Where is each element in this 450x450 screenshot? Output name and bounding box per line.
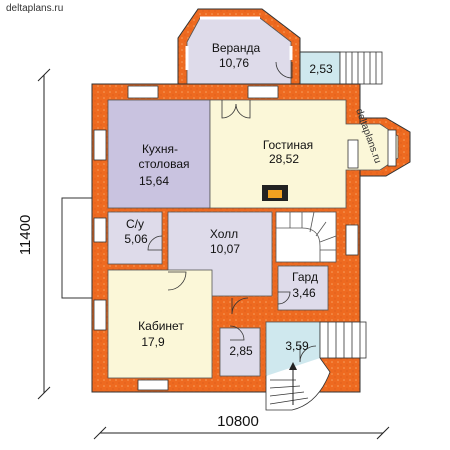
kitchen-floor (107, 99, 211, 209)
wc-area: 5,06 (124, 232, 148, 246)
entrance-stairs (265, 321, 367, 411)
doors (147, 61, 317, 363)
hall-area: 10,07 (210, 242, 240, 256)
veranda-name: Веранда (212, 41, 261, 55)
kitchen-area: 15,64 (139, 174, 169, 188)
terrace-outline (61, 197, 97, 299)
office-area: 17,9 (141, 335, 165, 349)
kitchen-name-line2: столовая (139, 157, 190, 171)
wardrobe-floor (277, 265, 329, 311)
office-name: Кабинет (138, 319, 184, 333)
wardrobe-area: 3,46 (292, 286, 316, 300)
office-floor (107, 269, 213, 379)
wc-floor (107, 211, 163, 265)
height-dimension-label: 11400 (17, 215, 34, 256)
height-dimension: 11400 (17, 68, 51, 400)
wardrobe-name: Гард (292, 270, 318, 284)
porch-top-floor (299, 51, 341, 85)
width-dimension: 10800 (93, 413, 390, 440)
veranda-area: 10,76 (219, 56, 249, 70)
site-watermark: deltaplans.ru (6, 3, 63, 14)
small-room-area: 2,85 (229, 344, 253, 358)
inner-stair (275, 211, 337, 263)
living-floor (209, 99, 399, 209)
wc-name: С/у (126, 217, 144, 231)
entrance-arrow-icon (289, 362, 297, 370)
windows (93, 85, 397, 391)
width-dimension-label: 10800 (217, 413, 259, 430)
living-name: Гостиная (263, 138, 313, 152)
porch-top-stairs (339, 51, 383, 85)
living-area: 28,52 (269, 152, 299, 166)
vestibule-area: 3,59 (285, 339, 309, 353)
porch-top-area: 2,53 (309, 62, 333, 76)
small-room-floor (219, 327, 261, 377)
hall-name: Холл (210, 227, 238, 241)
kitchen-name-line1: Кухня- (142, 142, 178, 156)
